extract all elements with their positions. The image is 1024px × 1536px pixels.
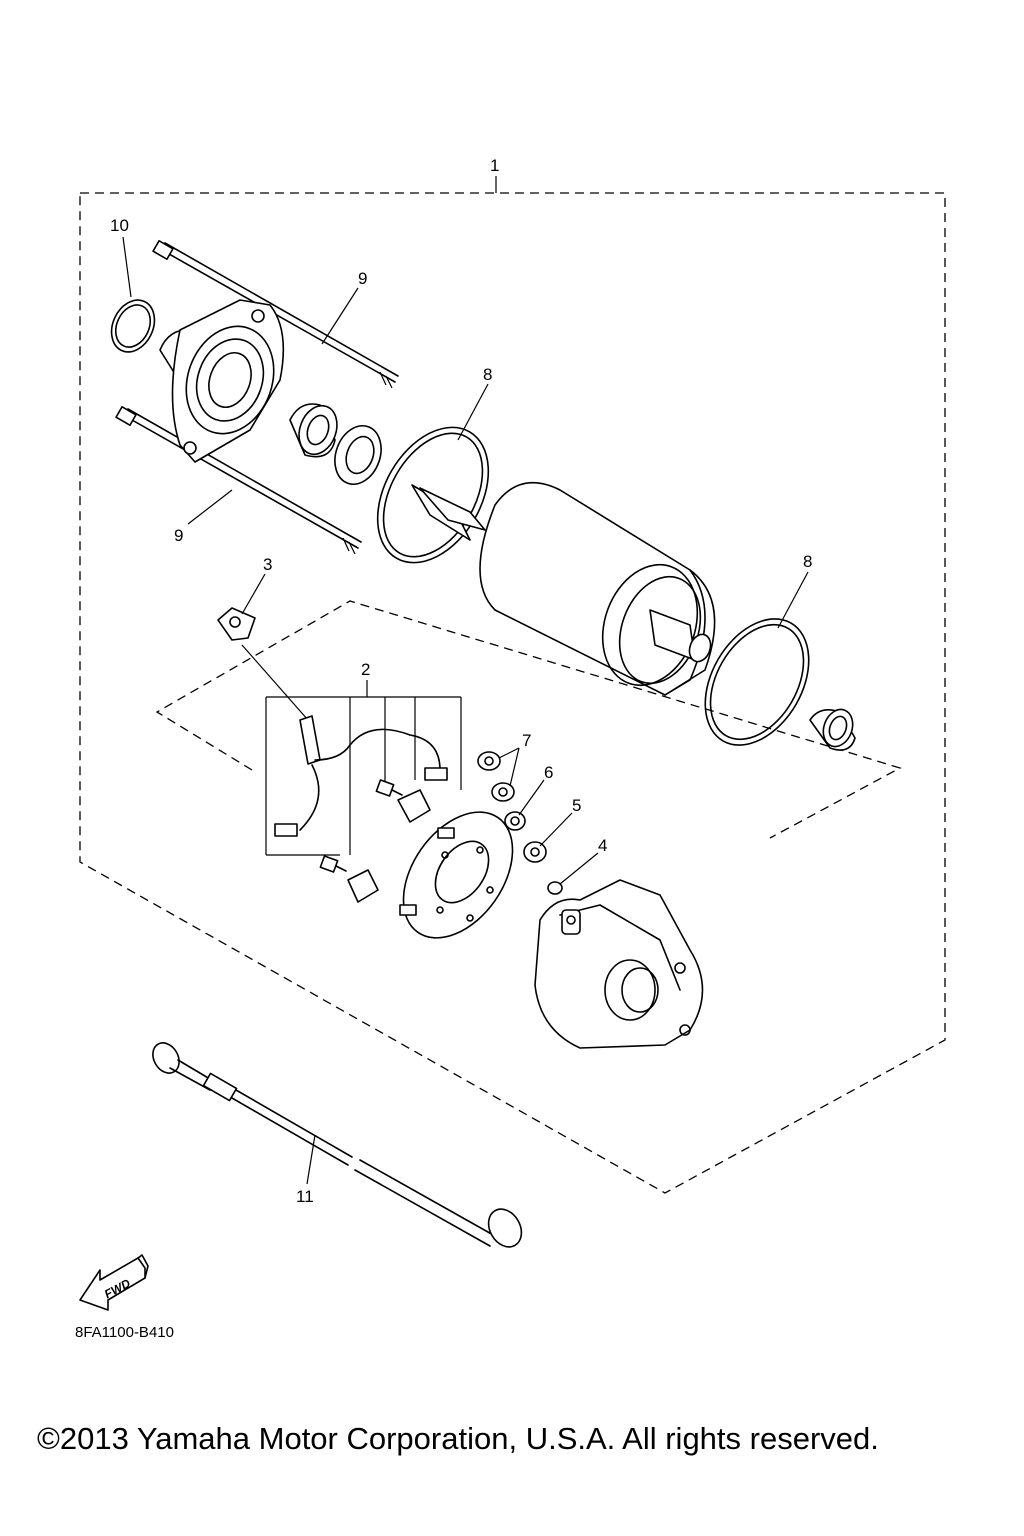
washer-5: [523, 841, 547, 863]
starter-cable-11: [152, 1042, 523, 1248]
o-ring-10: [110, 299, 156, 353]
callout-9-lower: 9: [174, 526, 183, 545]
oil-seal: [334, 425, 382, 485]
callout-8-upper: 8: [483, 365, 492, 384]
armature-yoke: [411, 481, 716, 696]
callout-5: 5: [572, 796, 581, 815]
callout-2: 2: [361, 660, 370, 679]
rear-housing: [159, 299, 285, 463]
copyright-notice: ©2013 Yamaha Motor Corporation, U.S.A. A…: [37, 1421, 879, 1456]
callout-11: 11: [296, 1187, 314, 1206]
o-ring-8-lower: [704, 618, 810, 746]
nut-3: [217, 607, 256, 641]
front-cover: [534, 879, 704, 1049]
brush-screw-lower: [319, 855, 347, 873]
brush-plate: [399, 811, 514, 939]
bearing: [289, 403, 338, 458]
callout-6: 6: [544, 763, 553, 782]
o-ring-4: [547, 881, 563, 895]
callout-7: 7: [522, 731, 531, 750]
item2-bracket: [265, 680, 462, 856]
brush-clip-lower: [347, 869, 379, 903]
callout-9-upper: 9: [358, 269, 367, 288]
callout-3: 3: [263, 555, 272, 574]
callout-10: 10: [110, 216, 129, 235]
drawing-code: 8FA1100-B410: [75, 1324, 174, 1341]
washer-6: [504, 811, 526, 831]
through-bolt-9-lower: [115, 406, 362, 555]
through-bolt-9-upper: [152, 240, 399, 389]
brush-screw-upper: [375, 779, 403, 797]
brush-plane-boundary: [155, 600, 902, 839]
nut-7b: [491, 782, 515, 802]
brush-clip-upper: [397, 789, 431, 823]
nut-7a: [477, 751, 501, 771]
assembly-boundary: [79, 192, 946, 1194]
callout-4: 4: [598, 836, 607, 855]
callout-8-lower: 8: [803, 552, 812, 571]
brush-lead-wiring: [274, 715, 448, 837]
callout-1: 1: [490, 156, 499, 175]
forward-direction-arrow-icon: FWD: [79, 1254, 149, 1311]
needle-bearing: [809, 708, 856, 751]
